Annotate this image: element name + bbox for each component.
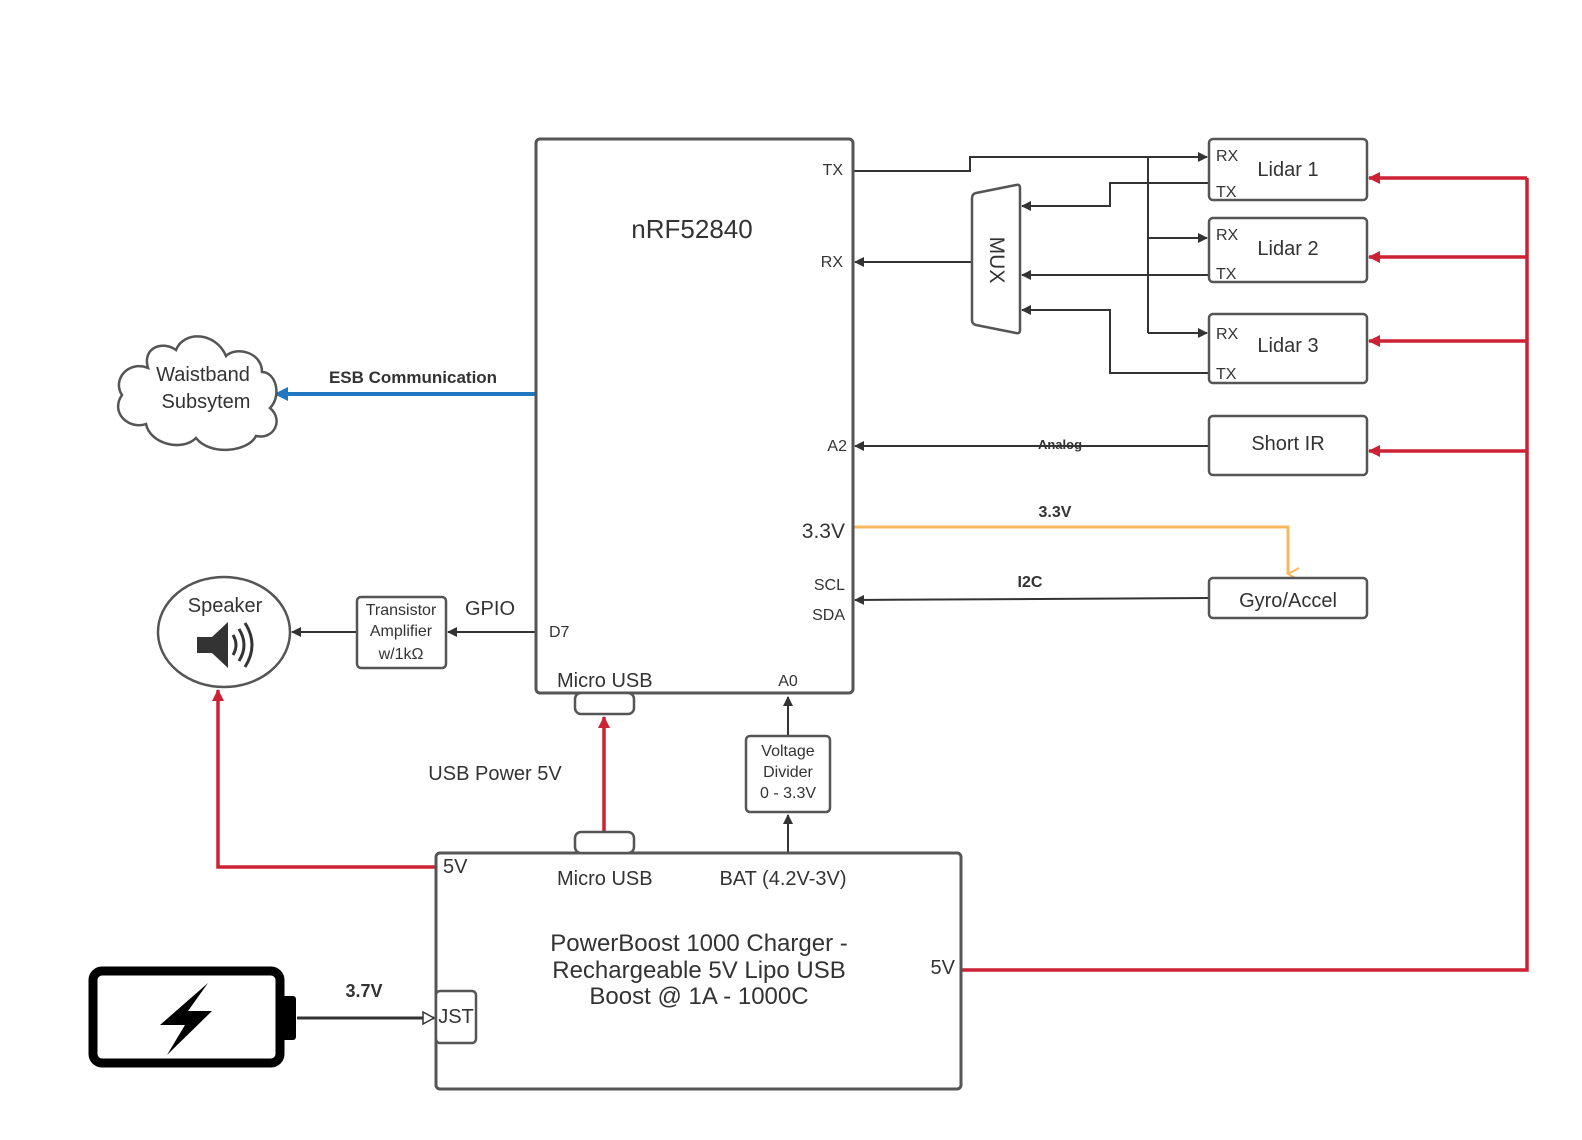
mux-block: MUX [970, 183, 1022, 335]
lidar2-rx-pin: RX [1216, 227, 1239, 244]
lidar2-name: Lidar 2 [1257, 238, 1318, 260]
battery-icon [88, 966, 296, 1068]
gyro-accel-name: Gyro/Accel [1239, 590, 1337, 612]
analog-label: Analog [1038, 437, 1082, 452]
gyro-accel-block: Gyro/Accel [1207, 576, 1369, 620]
speaker-icon [197, 622, 254, 668]
powerboost-title-line1: PowerBoost 1000 Charger - [550, 930, 848, 957]
nrf52840-block: nRF52840 TX RX A2 3.3V SCL SDA D7 Micro … [534, 137, 855, 695]
transistor-amplifier-block: Transistor Amplifier w/1kΩ [355, 595, 448, 670]
powerboost-micro-usb-label: Micro USB [557, 868, 653, 890]
cloud-line2: Subsytem [162, 391, 251, 413]
short-ir-block: Short IR [1207, 414, 1369, 477]
lidar1-name: Lidar 1 [1257, 159, 1318, 181]
cloud-line1: Waistband [156, 364, 250, 386]
mcu-pin-a0: A0 [778, 673, 798, 690]
powerboost-title-line3: Boost @ 1A - 1000C [589, 983, 808, 1010]
speaker-power-wire [212, 689, 436, 869]
v33-wire [853, 525, 1288, 574]
battery-voltage-label: 3.7V [345, 981, 382, 1001]
divider-line2: Divider [763, 764, 813, 781]
short-ir-name: Short IR [1251, 433, 1324, 455]
mcu-pin-a2: A2 [827, 438, 847, 455]
jst-connector: JST [434, 989, 478, 1045]
mcu-pin-sda: SDA [812, 607, 845, 624]
tx-bus-wire [853, 156, 1149, 333]
powerboost-5v-left: 5V [443, 856, 468, 878]
lidar3-tx-pin: TX [1216, 366, 1237, 383]
lidar3-name: Lidar 3 [1257, 335, 1318, 357]
mcu-pin-d7: D7 [549, 624, 570, 641]
mcu-micro-usb-label: Micro USB [557, 670, 653, 692]
esb-label: ESB Communication [329, 368, 497, 387]
mcu-pin-scl: SCL [814, 577, 845, 594]
speaker-label: Speaker [188, 595, 263, 617]
powerboost-title-line2: Rechargeable 5V Lipo USB [552, 957, 846, 984]
i2c-wire [854, 594, 1210, 605]
waistband-cloud: Waistband Subsytem [116, 335, 278, 452]
powerboost-5v-right: 5V [931, 957, 956, 979]
lidar1-tx-to-mux-wire [1021, 182, 1209, 211]
divider-line1: Voltage [761, 743, 814, 760]
mux-label: MUX [985, 237, 1008, 284]
lidar1-tx-pin: TX [1216, 184, 1237, 201]
v33-wire-label: 3.3V [1039, 504, 1072, 521]
powerboost-block: 5V Micro USB BAT (4.2V-3V) PowerBoost 10… [434, 851, 963, 1091]
lidar2-tx-pin: TX [1216, 266, 1237, 283]
amp-line2: Amplifier [370, 623, 433, 640]
usb-power-label: USB Power 5V [428, 763, 562, 785]
lidar1-block: RX TX Lidar 1 [1207, 137, 1369, 202]
i2c-label: I2C [1018, 574, 1043, 591]
gpio-label: GPIO [465, 598, 515, 620]
speaker-block: Speaker [156, 575, 292, 689]
powerboost-bat-label: BAT (4.2V-3V) [719, 868, 846, 890]
amp-line3: w/1kΩ [378, 646, 424, 663]
powerboost-usb-port [573, 830, 636, 855]
mcu-pin-3v3: 3.3V [802, 520, 845, 543]
voltage-divider-block: Voltage Divider 0 - 3.3V [744, 734, 832, 814]
mcu-pin-tx: TX [823, 162, 844, 179]
lidar2-block: RX TX Lidar 2 [1207, 216, 1369, 284]
mcu-usb-port [573, 691, 636, 716]
amp-line1: Transistor [366, 602, 437, 619]
mcu-title: nRF52840 [631, 214, 752, 244]
lidar3-tx-to-mux-wire [1021, 305, 1209, 374]
lidar3-block: RX TX Lidar 3 [1207, 312, 1369, 385]
lidar3-rx-pin: RX [1216, 326, 1239, 343]
divider-line3: 0 - 3.3V [760, 785, 816, 802]
mcu-pin-rx: RX [821, 254, 844, 271]
sensor-power-bus-wire [961, 178, 1529, 972]
lidar1-rx-pin: RX [1216, 148, 1239, 165]
jst-label: JST [438, 1006, 474, 1028]
